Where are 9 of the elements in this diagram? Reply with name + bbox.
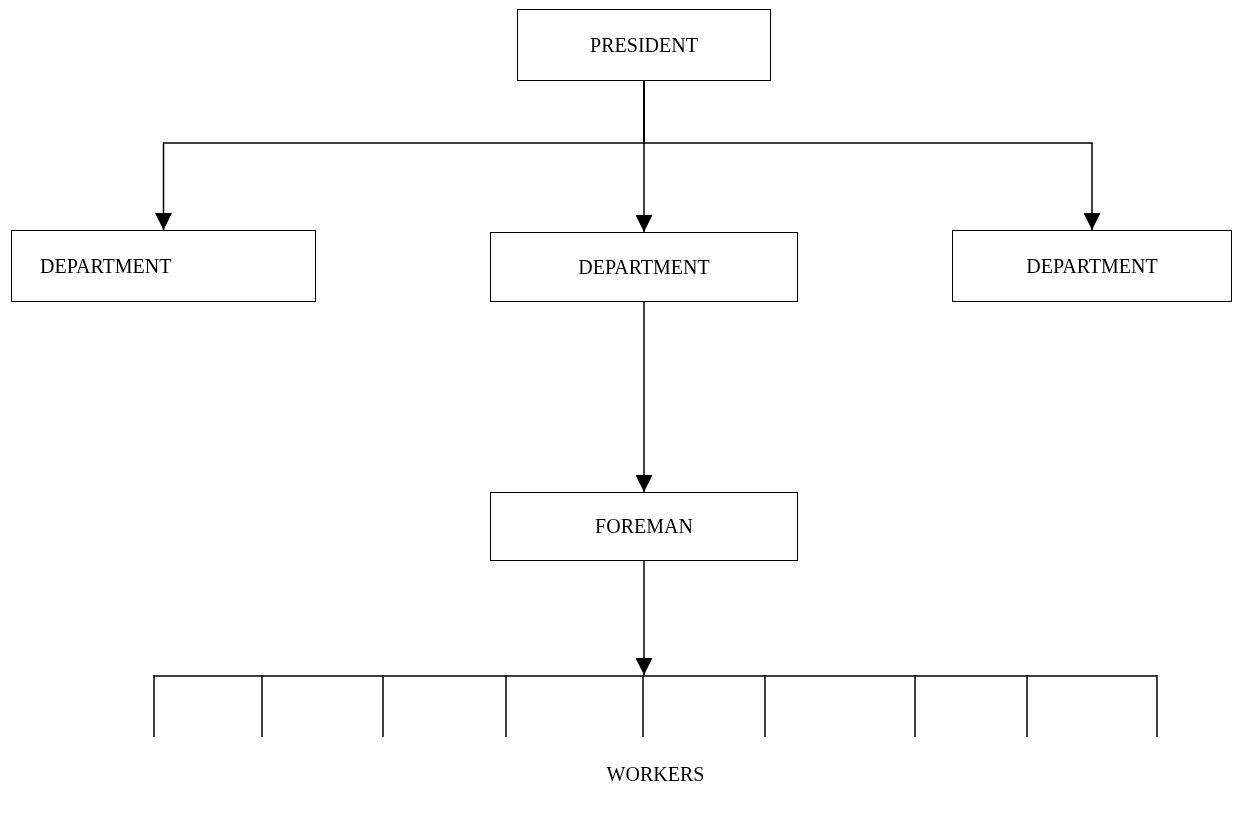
arrow xyxy=(635,560,653,676)
arrow xyxy=(643,80,1101,231)
position-box: FOREMAN xyxy=(490,492,798,561)
position-box: DEPARTMENT xyxy=(11,230,316,302)
node-label: WORKERS xyxy=(606,763,705,785)
position-box: PRESIDENT xyxy=(517,9,771,81)
arrow xyxy=(635,301,653,493)
position-box: DEPARTMENT xyxy=(952,230,1232,302)
position-box: DEPARTMENT xyxy=(490,232,798,302)
